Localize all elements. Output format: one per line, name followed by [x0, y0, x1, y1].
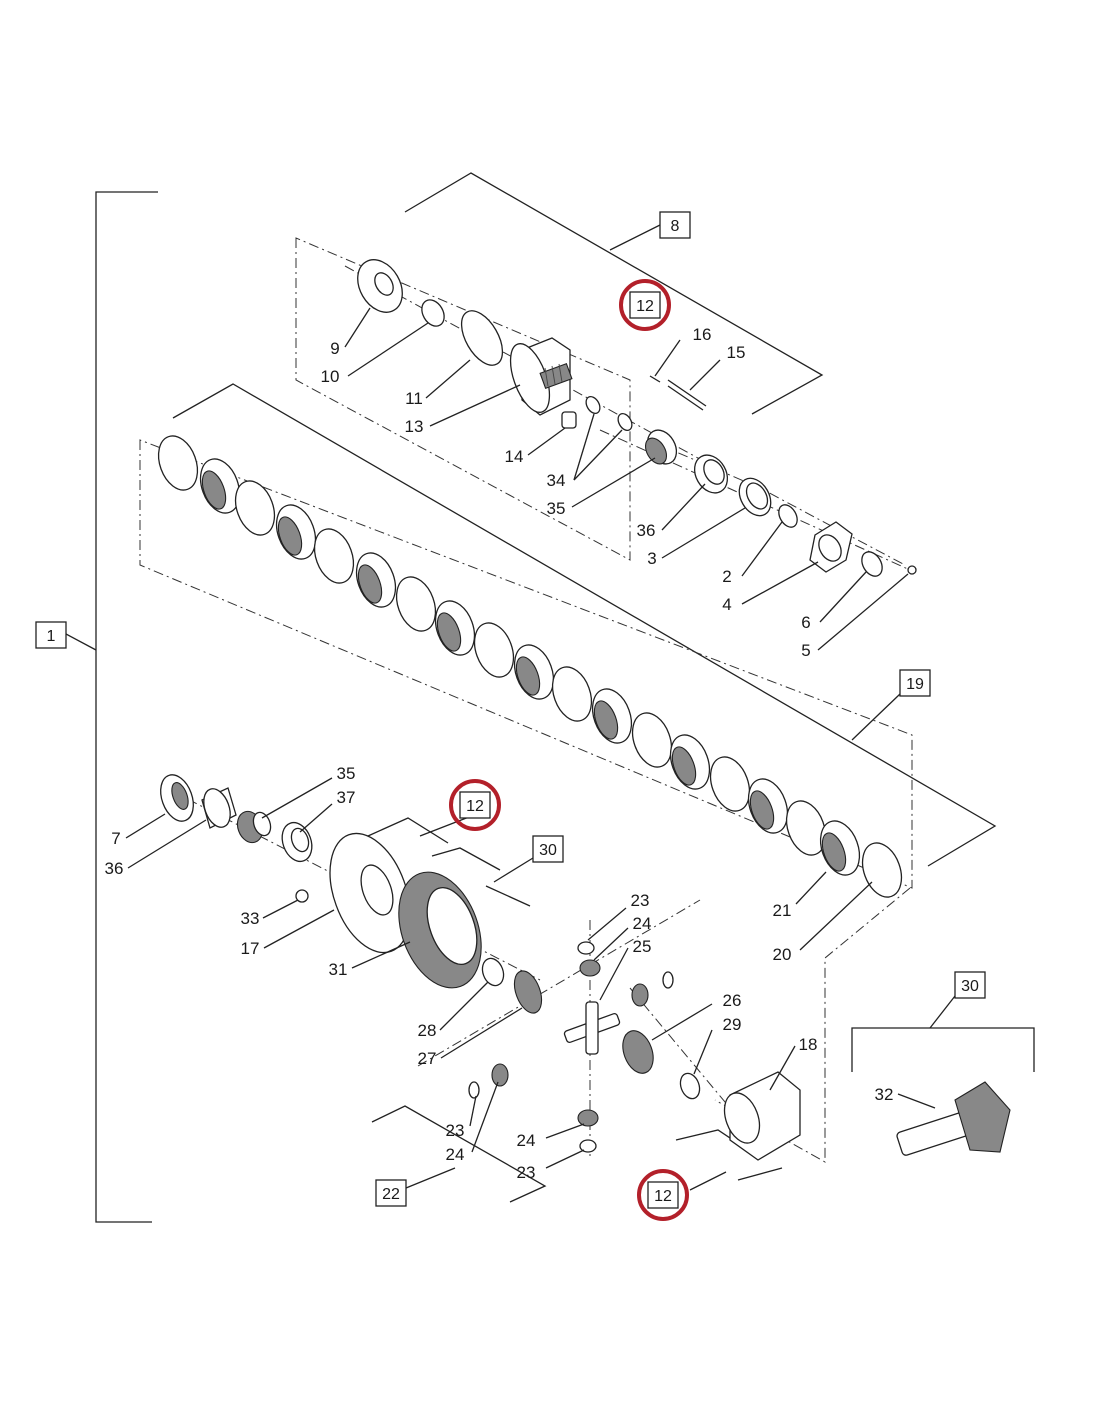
callout-25[interactable]: 25: [633, 937, 652, 956]
svg-text:30: 30: [539, 842, 557, 859]
bearing-35-lower: [236, 810, 272, 844]
callout-32[interactable]: 32: [875, 1085, 894, 1104]
cross-shaft-25: [563, 1001, 621, 1055]
pin-14: [561, 411, 577, 429]
box-hub-top[interactable]: 12: [619, 279, 671, 331]
clutch-pack-outline: [139, 383, 997, 889]
callout-24-left[interactable]: 24: [446, 1145, 465, 1164]
box-assembly[interactable]: 1: [35, 621, 67, 649]
bearing-cup-36-lower: [201, 787, 237, 829]
callout-28[interactable]: 28: [418, 1021, 437, 1040]
callout-23-bottom[interactable]: 23: [517, 1163, 536, 1182]
circlip-11: [460, 310, 504, 366]
svg-text:22: 22: [382, 1186, 400, 1203]
seal-2: [778, 504, 798, 528]
ring-gear-31: [398, 871, 482, 989]
side-gear-26: [622, 1030, 654, 1074]
ring-37: [281, 821, 313, 863]
callout-6[interactable]: 6: [801, 613, 810, 632]
callout-11[interactable]: 11: [405, 389, 423, 408]
washer-28: [481, 957, 505, 987]
callout-21[interactable]: 21: [773, 901, 792, 920]
callout-2[interactable]: 2: [722, 567, 731, 586]
friction-disc-linings: [201, 470, 847, 872]
pinion-group-outline: [851, 995, 1035, 1072]
svg-text:19: 19: [906, 676, 924, 693]
callout-13[interactable]: 13: [405, 417, 424, 436]
bearing-7: [160, 774, 194, 822]
callout-37[interactable]: 37: [337, 788, 356, 807]
side-gear-27: [513, 970, 543, 1014]
svg-text:12: 12: [654, 1188, 672, 1205]
svg-text:12: 12: [636, 298, 654, 315]
snap-ring-10: [421, 299, 445, 327]
hub-13: [509, 337, 573, 416]
shaft-15: [667, 379, 707, 411]
callout-labels: 9 10 11 13 16 15 14 34 35 36 3 2 4 6 5 7…: [105, 325, 894, 1182]
thrust-washer-9: [357, 259, 403, 313]
svg-text:8: 8: [671, 218, 680, 235]
callout-36-lower[interactable]: 36: [105, 859, 124, 878]
callout-24-top[interactable]: 24: [633, 914, 652, 933]
box-hub-bottom[interactable]: 12: [637, 1169, 689, 1221]
callout-33[interactable]: 33: [241, 909, 260, 928]
callout-9[interactable]: 9: [330, 339, 339, 358]
callout-27[interactable]: 27: [418, 1049, 437, 1068]
svg-text:30: 30: [961, 978, 979, 995]
pinion-shaft-32: [896, 1081, 1011, 1156]
callout-15[interactable]: 15: [727, 343, 746, 362]
diff-case-18: [723, 1071, 801, 1161]
bearing-cup-36-upper: [693, 454, 729, 494]
rings-34: [585, 395, 633, 432]
callout-20[interactable]: 20: [773, 945, 792, 964]
callout-35-upper[interactable]: 35: [547, 499, 566, 518]
callout-18[interactable]: 18: [799, 1035, 818, 1054]
callout-23-left[interactable]: 23: [446, 1121, 465, 1140]
callout-4[interactable]: 4: [722, 595, 731, 614]
washer-29: [679, 1072, 701, 1100]
svg-text:12: 12: [466, 798, 484, 815]
carrier-group-outline: [295, 172, 911, 571]
screw-5: [907, 565, 917, 575]
carrier-17: [329, 832, 411, 954]
callout-3[interactable]: 3: [647, 549, 656, 568]
pinion-gears: [468, 941, 674, 1153]
callout-31[interactable]: 31: [329, 960, 348, 979]
box-gear-set[interactable]: 30: [532, 835, 564, 863]
callout-16[interactable]: 16: [693, 325, 712, 344]
bolt-33: [295, 889, 309, 903]
callout-10[interactable]: 10: [321, 367, 340, 386]
pin-16: [649, 375, 661, 383]
callout-14[interactable]: 14: [505, 447, 524, 466]
box-hub-mid[interactable]: 12: [449, 779, 501, 831]
callout-24-bottom[interactable]: 24: [517, 1131, 536, 1150]
leader-lines: [125, 307, 936, 1169]
callout-34[interactable]: 34: [547, 471, 566, 490]
box-diff[interactable]: 22: [375, 1179, 407, 1207]
bearing-ring-3: [738, 477, 772, 517]
callout-35-lower[interactable]: 35: [337, 764, 356, 783]
box-carrier[interactable]: 8: [659, 211, 691, 239]
callout-5[interactable]: 5: [801, 641, 810, 660]
svg-text:1: 1: [47, 628, 56, 645]
callout-26[interactable]: 26: [723, 991, 742, 1010]
box-pinion[interactable]: 30: [954, 971, 986, 999]
cover-4: [809, 521, 853, 573]
callout-23-top[interactable]: 23: [631, 891, 650, 910]
callout-29[interactable]: 29: [723, 1015, 742, 1034]
washer-6: [861, 551, 883, 577]
callout-7[interactable]: 7: [111, 829, 120, 848]
assembly-bracket: [65, 191, 158, 1223]
callout-17[interactable]: 17: [241, 939, 260, 958]
box-clutch[interactable]: 19: [899, 669, 931, 697]
bearing-35-upper: [644, 429, 678, 465]
callout-36-upper[interactable]: 36: [637, 521, 656, 540]
